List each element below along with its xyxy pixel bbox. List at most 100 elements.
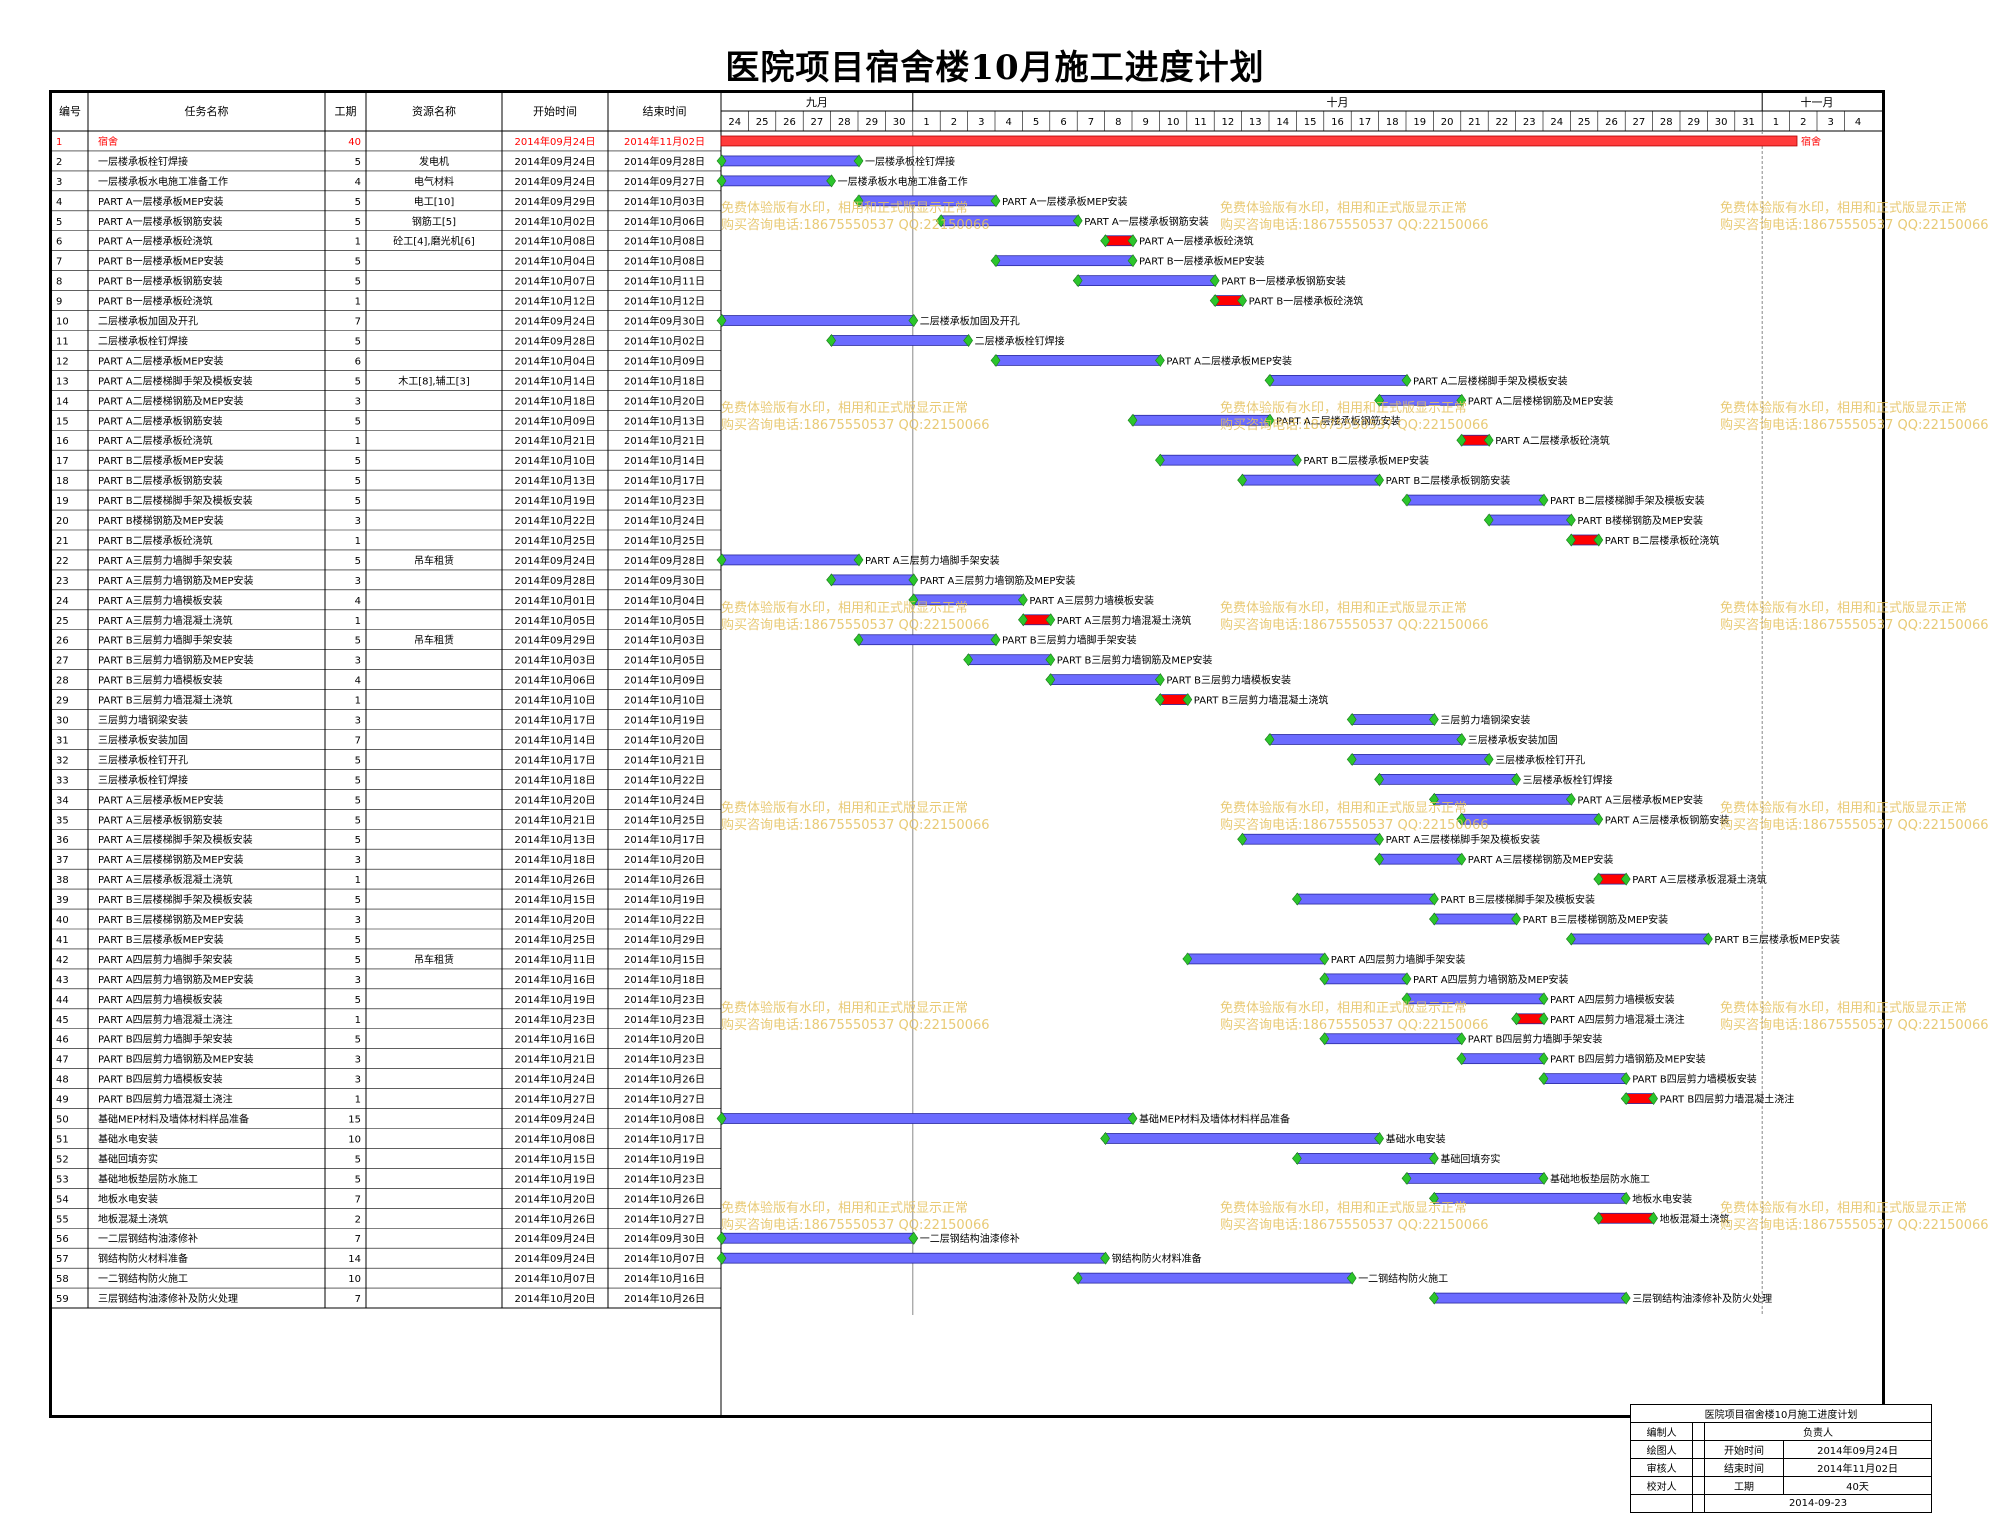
task-end: 2014年10月17日 — [624, 474, 705, 487]
header-end: 结束时间 — [643, 105, 687, 118]
task-id: 33 — [56, 775, 69, 786]
task-name: PART B二层楼承板钢筋安装 — [98, 474, 223, 487]
task-end: 2014年10月22日 — [624, 913, 705, 926]
gantt-bar — [1350, 754, 1489, 765]
gantt-bar-label: PART A四层剪力墙模板安装 — [1550, 993, 1675, 1006]
task-end: 2014年10月24日 — [624, 514, 705, 527]
gantt-bar-summary — [720, 135, 1798, 147]
gantt-end-marker — [853, 553, 864, 567]
gantt-bar-label: PART B三层楼梯钢筋及MEP安装 — [1523, 913, 1669, 926]
gantt-bar — [1542, 1073, 1626, 1085]
gantt-end-marker — [1100, 1251, 1110, 1265]
task-duration: 1 — [355, 1015, 361, 1026]
gantt-bar — [1405, 494, 1544, 506]
task-start: 2014年10月25日 — [515, 933, 596, 946]
task-id: 25 — [56, 616, 69, 627]
day-label: 16 — [1331, 117, 1344, 128]
task-name: 一二层钢结构油漆修补 — [98, 1232, 198, 1245]
task-name: 钢结构防火材料准备 — [98, 1252, 188, 1265]
gantt-bar-label: PART B三层剪力墙脚手架安装 — [1002, 634, 1137, 647]
task-end: 2014年10月12日 — [624, 295, 705, 308]
gantt-end-marker — [908, 314, 919, 327]
gantt-start-marker — [1456, 433, 1467, 447]
task-duration: 3 — [355, 656, 361, 667]
gantt-bar — [1405, 993, 1544, 1005]
gantt-bar — [1268, 374, 1407, 386]
editor-label: 编制人 — [1629, 1422, 1694, 1441]
task-resource: 电工[10] — [414, 195, 455, 208]
gantt-start-marker — [1538, 1072, 1549, 1086]
task-id: 47 — [56, 1055, 69, 1066]
task-end: 2014年10月08日 — [624, 235, 705, 248]
task-end: 2014年10月24日 — [624, 793, 705, 806]
day-label: 14 — [1276, 117, 1289, 128]
day-label: 27 — [811, 117, 824, 128]
task-name: PART B四层剪力墙钢筋及MEP安装 — [98, 1053, 254, 1066]
task-name: PART B三层楼梯钢筋及MEP安装 — [98, 913, 244, 926]
gantt-end-marker — [1346, 1271, 1357, 1285]
day-label: 26 — [783, 117, 796, 128]
gantt-start-marker — [1401, 992, 1412, 1006]
gantt-end-marker — [990, 633, 1001, 647]
gantt-start-marker — [1237, 473, 1247, 487]
task-name: 基础MEP材料及墙体材料样品准备 — [98, 1113, 249, 1126]
gantt-start-marker — [716, 1251, 727, 1265]
task-id: 53 — [56, 1174, 69, 1185]
gantt-bar-label: PART A四层剪力墙混凝土浇注 — [1550, 1013, 1685, 1026]
gantt-bar — [1131, 414, 1270, 426]
gantt-start-marker — [853, 633, 864, 647]
gantt-bar-label: PART A三层楼承板混凝土浇筑 — [1632, 873, 1767, 886]
task-id: 38 — [56, 875, 69, 886]
gantt-start-marker — [990, 353, 1001, 367]
task-duration: 4 — [355, 676, 361, 687]
task-start: 2014年10月01日 — [515, 594, 596, 607]
task-id: 37 — [56, 855, 69, 866]
gantt-bar — [1323, 1033, 1462, 1045]
header-name: 任务名称 — [185, 104, 229, 118]
task-end: 2014年09月30日 — [624, 574, 705, 587]
gantt-end-marker — [1072, 214, 1083, 228]
task-end: 2014年10月23日 — [624, 993, 705, 1006]
task-end: 2014年10月08日 — [624, 255, 705, 268]
task-duration: 1 — [355, 616, 361, 627]
gantt-bar-label: 一二钢结构防火施工 — [1358, 1272, 1448, 1285]
task-duration: 5 — [355, 376, 361, 387]
gantt-bar — [720, 315, 914, 326]
task-end: 2014年10月25日 — [624, 534, 705, 547]
gantt-start-marker — [1127, 413, 1138, 427]
task-end: 2014年10月11日 — [624, 275, 705, 288]
task-start: 2014年10月18日 — [515, 773, 596, 786]
task-id: 22 — [56, 556, 69, 567]
gantt-bar — [1378, 774, 1516, 785]
gantt-end-marker — [1456, 393, 1467, 407]
task-start: 2014年10月07日 — [515, 275, 596, 288]
day-label: 12 — [1222, 117, 1235, 128]
gantt-end-marker — [1566, 792, 1576, 806]
day-label: 25 — [1578, 117, 1591, 128]
task-end: 2014年10月17日 — [624, 833, 705, 846]
task-name: PART A四层剪力墙模板安装 — [98, 993, 223, 1006]
gantt-end-marker — [1703, 932, 1713, 946]
gantt-start-marker — [1264, 373, 1275, 387]
task-id: 58 — [56, 1274, 69, 1285]
gantt-start-marker — [908, 593, 919, 607]
task-end: 2014年10月23日 — [624, 1172, 705, 1185]
task-end: 2014年11月02日 — [624, 135, 705, 148]
task-duration: 5 — [355, 995, 361, 1006]
task-id: 48 — [56, 1075, 69, 1086]
gantt-end-marker — [1538, 493, 1549, 507]
gantt-bar — [1268, 734, 1462, 745]
gantt-start-marker — [1429, 1191, 1439, 1205]
day-label: 30 — [893, 117, 906, 128]
gantt-start-marker — [826, 573, 836, 587]
gantt-bar-label: 三层楼承板安装加固 — [1468, 733, 1558, 746]
task-name: PART B四层剪力墙混凝土浇注 — [98, 1093, 233, 1106]
gantt-bar-label: PART A三层楼梯脚手架及模板安装 — [1386, 833, 1541, 846]
task-start: 2014年10月20日 — [515, 913, 596, 926]
gantt-bar-label: PART A二层楼承板MEP安装 — [1166, 354, 1292, 367]
task-end: 2014年09月27日 — [624, 175, 705, 188]
task-end: 2014年10月08日 — [624, 1113, 705, 1126]
task-id: 32 — [56, 755, 69, 766]
gantt-end-marker — [963, 334, 973, 347]
task-end: 2014年10月19日 — [624, 714, 705, 727]
